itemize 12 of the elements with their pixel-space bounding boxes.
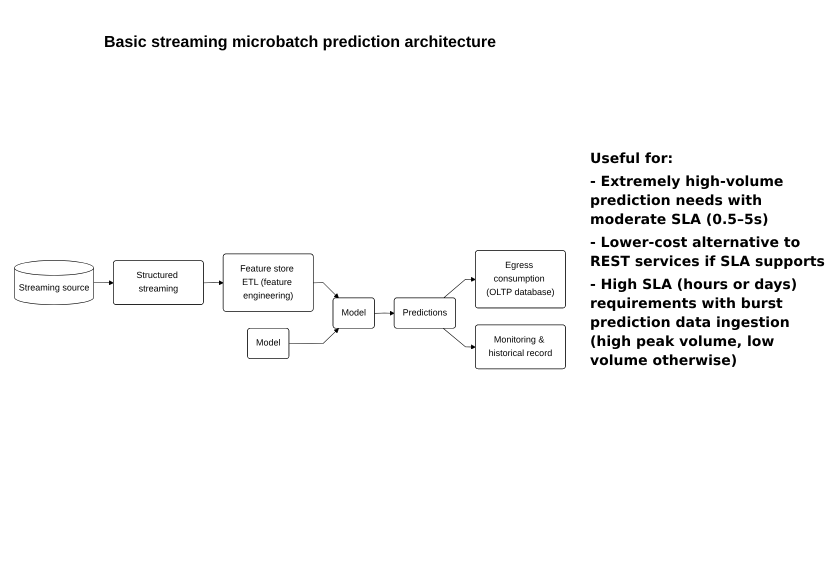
diagram-title: Basic streaming microbatch prediction architecture [102,34,498,52]
note-text: Useful for: [590,150,674,169]
arrow [443,328,476,350]
note-text: - High SLA (hours or days) requirements with burst prediction data ingestion (high peak volume, low volume otherwise) [590,276,798,371]
arrow [443,277,476,299]
note-text: - Lower-cost alternative to REST services if SLA supports [590,234,825,272]
arrow [288,328,339,344]
arrow [93,280,114,286]
arrow [374,311,395,316]
arrow [203,280,224,286]
arrow [313,282,339,299]
note-text: - Extremely high-volume prediction needs with moderate SLA (0.5–5s) [590,173,784,230]
